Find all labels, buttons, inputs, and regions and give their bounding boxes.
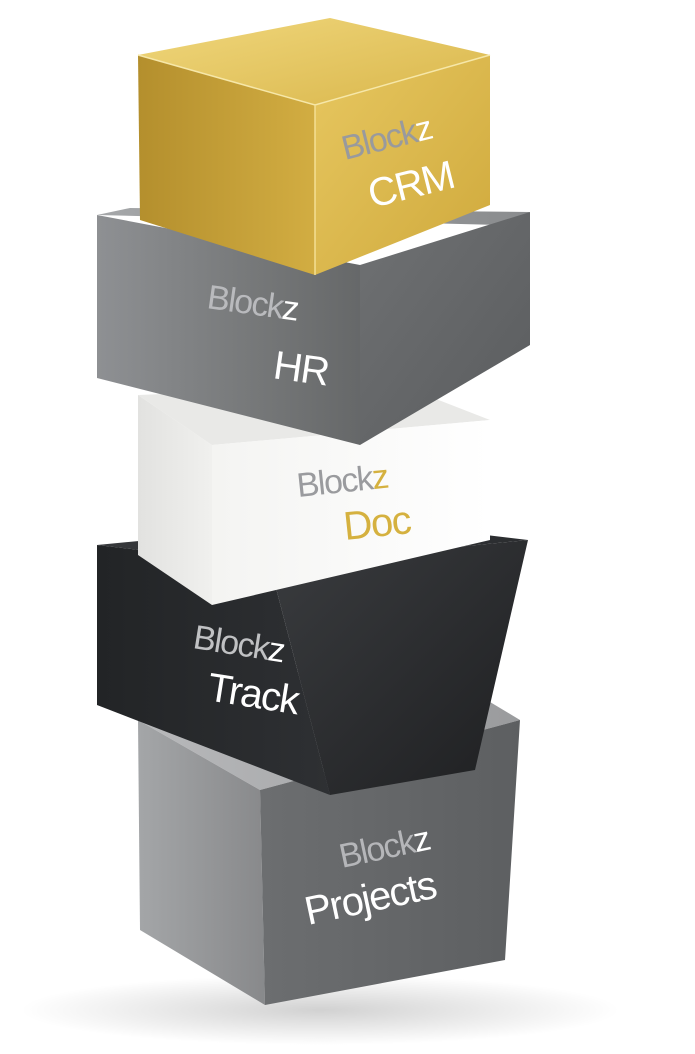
brand-suffix: z (280, 289, 301, 329)
brand-suffix: z (265, 630, 287, 670)
floor-shadow (20, 975, 620, 1045)
block-crm: Blockz CRM (137, 18, 491, 275)
block-track-label-brand: Blockz (191, 618, 287, 670)
block-hr-front-face (97, 215, 360, 445)
block-crm-right-face (315, 55, 490, 275)
block-track-front-face (97, 545, 330, 795)
block-hr-label-brand: Blockz (205, 278, 301, 328)
block-doc-left-face (138, 395, 212, 605)
block-doc-label-brand: Blockz (295, 458, 390, 505)
block-projects-left-face (138, 720, 265, 1005)
brand-prefix: Block (295, 459, 377, 505)
brand-suffix: z (370, 458, 390, 497)
block-hr-right-face (360, 212, 530, 445)
block-track-right-face (270, 540, 528, 795)
block-doc-front-face (212, 420, 490, 605)
block-doc-label-product: Doc (341, 498, 412, 549)
block-crm-top (138, 18, 490, 105)
block-hr-label-product: HR (271, 343, 332, 394)
block-crm-left-face (138, 55, 315, 275)
